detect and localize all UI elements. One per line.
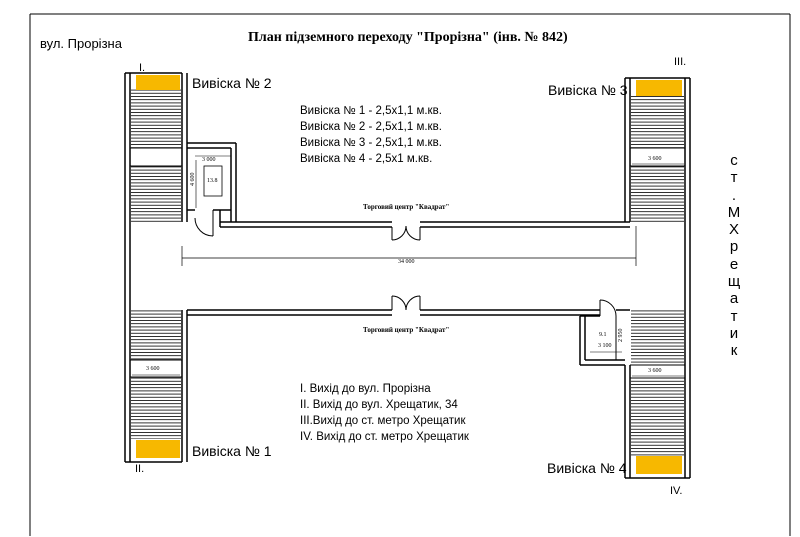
right-stairs [630, 96, 685, 456]
sign-block-4 [636, 456, 682, 474]
exit-mark-i: I. [139, 62, 146, 74]
exit-legend-1: I. Вихід до вул. Прорізна [300, 383, 431, 395]
sign-label-2: Вивіска № 2 [192, 75, 272, 91]
sign-block-1 [136, 440, 180, 458]
sign-size-1: Вивіска № 1 - 2,5х1,1 м.кв. [300, 105, 442, 117]
sign-size-3: Вивіска № 3 - 2,5х1,1 м.кв. [300, 137, 442, 149]
room-bottom-right [579, 299, 625, 366]
sign-block-3 [636, 80, 682, 96]
left-stairs [130, 88, 182, 439]
right-hall [624, 77, 691, 479]
sign-label-1: Вивіска № 1 [192, 443, 272, 459]
room-tl-area: 13.8 [207, 178, 218, 184]
metro-char: щ [727, 273, 741, 291]
sign-label-4: Вивіска № 4 [547, 460, 627, 476]
exit-legend-4: IV. Вихід до ст. метро Хрещатик [300, 431, 469, 443]
metro-char: т [730, 307, 738, 325]
dim-room-br-width: 3 100 [598, 343, 612, 349]
metro-char: а [729, 290, 739, 308]
door-upper [391, 225, 421, 241]
dim-stair-top-right: 3 600 [648, 156, 662, 162]
corridor-dimension [181, 226, 637, 266]
sign-block-2 [136, 75, 180, 90]
door-lower [391, 295, 421, 311]
metro-char: к [730, 342, 738, 360]
exit-mark-iv: IV. [670, 485, 683, 497]
dim-room-tl-height: 4 600 [190, 172, 196, 187]
sign-sizes-list: Вивіска № 1 - 2,5х1,1 м.кв. Вивіска № 2 … [300, 103, 442, 167]
metro-char: с [730, 152, 738, 169]
metro-char: Х [728, 221, 739, 239]
dim-room-br-height: 2 950 [618, 328, 624, 343]
street-label: вул. Прорізна [40, 36, 122, 51]
metro-char: т [730, 169, 738, 187]
metro-char: е [729, 255, 739, 273]
metro-label: с т . М Х р е щ а т и к [725, 152, 743, 360]
exit-legend-3: III.Вихід до ст. метро Хрещатик [300, 415, 466, 427]
sign-size-4: Вивіска № 4 - 2,5х1 м.кв. [300, 153, 433, 165]
exit-mark-ii: II. [135, 463, 145, 475]
dim-stair-bottom-right: 3 600 [648, 368, 662, 374]
main-corridor [187, 221, 630, 316]
mall-label-lower: Торговий центр "Квадрат" [363, 326, 450, 334]
dim-room-tl-width: 3 000 [202, 157, 216, 163]
metro-char: р [729, 238, 739, 256]
exit-legend-2: II. Вихід до вул. Хрещатик, 34 [300, 399, 458, 411]
metro-char: . [731, 186, 737, 204]
mall-label-upper: Торговий центр "Квадрат" [363, 203, 450, 211]
exits-legend: I. Вихід до вул. Прорізна II. Вихід до в… [300, 381, 469, 445]
exit-mark-iii: III. [674, 56, 687, 68]
sign-size-2: Вивіска № 2 - 2,5х1,1 м.кв. [300, 121, 442, 133]
room-br-area: 9.1 [599, 332, 607, 338]
metro-char: М [727, 203, 741, 221]
metro-char: и [729, 324, 739, 342]
dim-corridor: 34 000 [398, 259, 415, 265]
sign-label-3: Вивіска № 3 [548, 82, 628, 98]
room-top-left [187, 142, 237, 237]
page-title: План підземного переходу "Прорізна" (інв… [248, 30, 568, 45]
dim-stair-bottom-left: 3 600 [146, 366, 160, 372]
